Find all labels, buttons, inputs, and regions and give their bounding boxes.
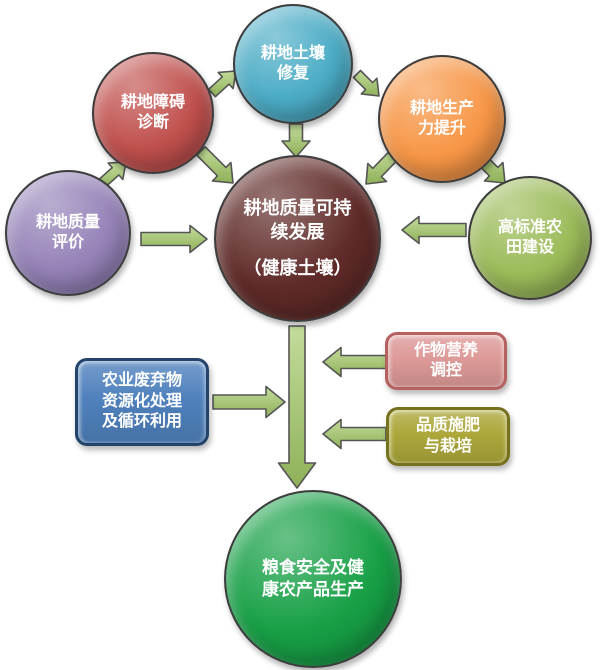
node-soil-remediation-label: 耕地土壤 修复	[260, 44, 325, 82]
node-high-standard-farmland-label: 高标准农 田建设	[497, 218, 562, 256]
arrow-center-to-food	[277, 325, 317, 489]
node-center-sublabel: （健康土壤）	[243, 257, 352, 278]
node-center-sustainable-quality: 耕地质量可持 续发展 （健康土壤）	[214, 155, 381, 322]
node-waste-recycling-label: 农业废弃物 资源化处理 及循环利用	[101, 372, 182, 431]
arrow-red-to-blue	[207, 70, 237, 98]
arrow-nutrition-to-flow	[322, 346, 387, 378]
node-high-standard-farmland: 高标准农 田建设	[468, 176, 592, 300]
arrow-blue-to-center	[281, 123, 311, 158]
node-food-safety: 粮食安全及健 康农产品生产	[224, 490, 402, 668]
node-center-label: 耕地质量可持 续发展	[243, 198, 352, 242]
node-crop-nutrition: 作物营养 调控	[385, 332, 507, 390]
arrow-red-to-center	[196, 146, 234, 184]
arrow-green-to-center	[401, 215, 467, 245]
arrow-waste-to-flow	[212, 385, 286, 419]
arrow-purple-to-center	[140, 224, 208, 254]
arrow-blue-to-orange	[352, 69, 380, 97]
node-quality-evaluation: 耕地质量 评价	[5, 170, 131, 296]
node-quality-fertilization: 品质施肥 与栽培	[386, 407, 510, 466]
node-soil-remediation: 耕地土壤 修复	[233, 4, 353, 124]
node-quality-fertilization-label: 品质施肥 与栽培	[415, 417, 480, 455]
node-quality-evaluation-label: 耕地质量 评价	[35, 213, 100, 251]
node-productivity-boost-label: 耕地生产 力提升	[409, 99, 474, 137]
node-waste-recycling: 农业废弃物 资源化处理 及循环利用	[75, 358, 209, 446]
arrow-fertilization-to-flow	[322, 418, 387, 450]
node-productivity-boost: 耕地生产 力提升	[378, 55, 506, 183]
node-crop-nutrition-label: 作物营养 调控	[413, 341, 478, 379]
node-obstacle-diagnosis: 耕地障碍 诊断	[92, 52, 214, 174]
node-food-safety-label: 粮食安全及健 康农产品生产	[262, 558, 364, 599]
node-obstacle-diagnosis-label: 耕地障碍 诊断	[120, 93, 185, 131]
